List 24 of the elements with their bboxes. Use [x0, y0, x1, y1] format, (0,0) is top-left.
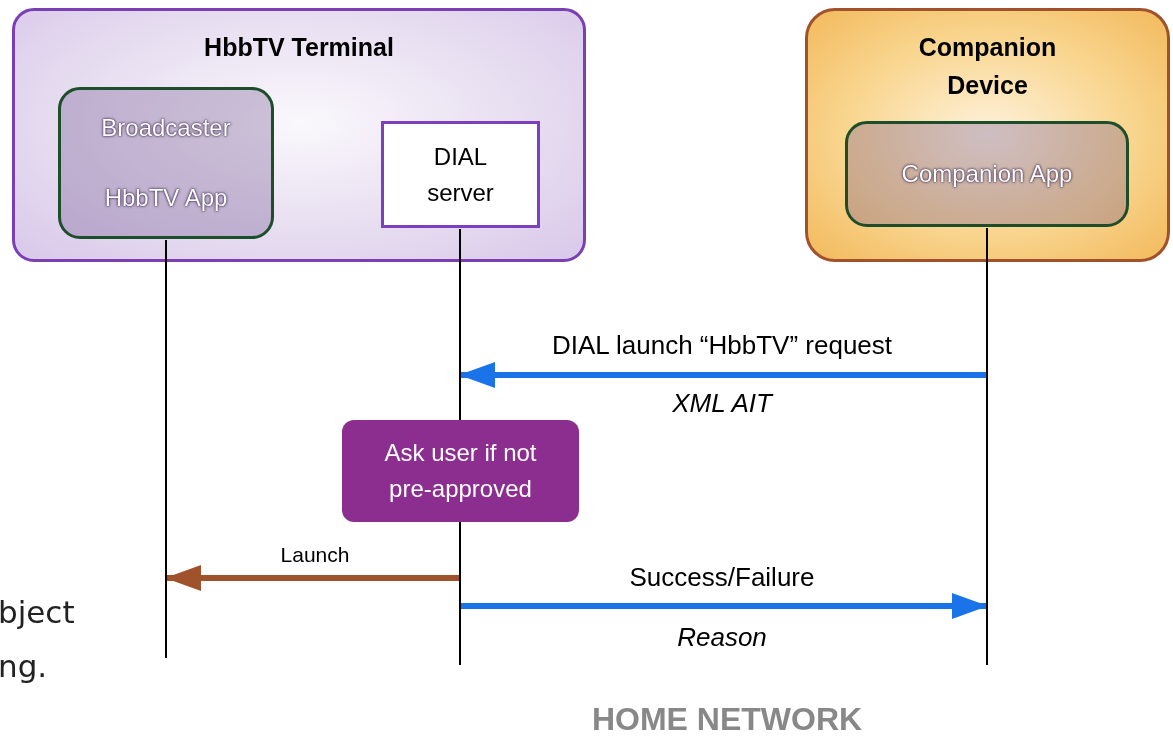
message-arrow — [461, 593, 988, 619]
message-note: XML AIT — [672, 388, 772, 420]
message-arrow — [459, 362, 986, 388]
container-title: Companion Device — [917, 32, 1058, 101]
lifeline — [459, 229, 461, 420]
process-box — [342, 420, 579, 522]
message-arrow — [165, 565, 459, 591]
app-box — [58, 87, 274, 239]
text-fragment: bject — [0, 594, 75, 632]
terminal-container — [12, 8, 586, 262]
container-title: HbbTV Terminal — [203, 32, 395, 63]
server-box — [381, 121, 540, 228]
node-label: Ask user if not pre-approved — [383, 438, 538, 504]
lifeline — [459, 522, 461, 665]
app-box — [845, 121, 1129, 227]
lifeline — [986, 228, 988, 665]
device-container — [805, 8, 1170, 262]
lifeline — [165, 240, 167, 658]
node-label: DIAL server — [426, 141, 495, 208]
node-label: Broadcaster HbbTV App — [100, 113, 232, 213]
text-fragment: ng. — [0, 648, 48, 686]
section-label: HOME NETWORK — [591, 700, 863, 739]
node-label: Companion App — [900, 159, 1074, 189]
message-note: Reason — [677, 622, 767, 654]
